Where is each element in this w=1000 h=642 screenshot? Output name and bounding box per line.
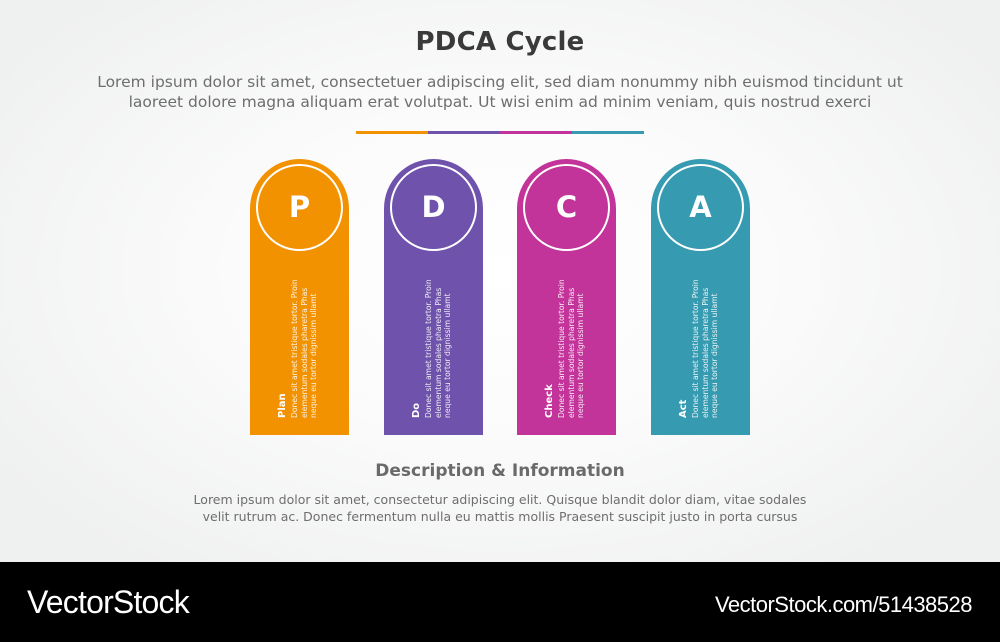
card-body-line: elementum sodales pharetra Phas	[566, 287, 576, 418]
card-body-line: Donec sit amet tristique tortor. Proin	[290, 279, 299, 418]
card-body-line: neque eu tortor dignissim ullamt	[443, 293, 453, 418]
infographic-canvas: PDCA Cycle Lorem ipsum dolor sit amet, c…	[0, 0, 1000, 562]
card-body: Donec sit amet tristique tortor. Proin e…	[424, 266, 453, 418]
color-segment-purple	[428, 131, 500, 134]
card-body-line: elementum sodales pharetra Phas	[700, 287, 710, 418]
card-letter: A	[689, 190, 712, 224]
card-label: Do	[411, 402, 422, 418]
color-segment-teal	[572, 131, 644, 134]
image-reference: VectorStock.com/51438528	[714, 592, 973, 617]
card-text-rotated: Do Donec sit amet tristique tortor. Proi…	[410, 266, 470, 418]
card-label: Check	[544, 384, 555, 418]
card-letter: D	[421, 190, 446, 224]
card-body-line: Donec sit amet tristique tortor. Proin	[691, 279, 700, 418]
card-label: Act	[678, 399, 689, 418]
card-text-rotated: Check Donec sit amet tristique tortor. P…	[543, 266, 603, 418]
description-body: Lorem ipsum dolor sit amet, consectetur …	[120, 491, 880, 525]
card-do: D Do Donec sit amet tristique tortor. Pr…	[384, 159, 483, 435]
card-text-rotated: Act Donec sit amet tristique tortor. Pro…	[677, 266, 737, 418]
letter-circle: C	[523, 164, 610, 251]
card-letter: C	[555, 190, 578, 224]
brand-logo: VectorStock	[27, 584, 190, 620]
subtitle-line: laoreet dolore magna aliquam erat volutp…	[128, 93, 872, 111]
description-title: Description & Information	[375, 461, 625, 481]
page-title: PDCA Cycle	[415, 27, 585, 57]
card-body: Donec sit amet tristique tortor. Proin e…	[691, 266, 720, 418]
description-line: Lorem ipsum dolor sit amet, consectetur …	[193, 492, 807, 507]
card-label: Plan	[277, 393, 288, 418]
card-body-line: neque eu tortor dignissim ullamt	[576, 293, 586, 418]
card-body-line: Donec sit amet tristique tortor. Proin	[557, 279, 566, 418]
card-plan: P Plan Donec sit amet tristique tortor. …	[250, 159, 349, 435]
card-text-rotated: Plan Donec sit amet tristique tortor. Pr…	[276, 266, 336, 418]
description-line: velit rutrum ac. Donec fermentum nulla e…	[202, 509, 798, 524]
card-body-line: neque eu tortor dignissim ullamt	[309, 293, 319, 418]
card-letter: P	[288, 190, 311, 224]
card-body-line: elementum sodales pharetra Phas	[299, 287, 309, 418]
subtitle: Lorem ipsum dolor sit amet, consectetuer…	[60, 72, 940, 112]
color-segment-orange	[356, 131, 428, 134]
color-divider	[356, 131, 644, 134]
card-body-line: Donec sit amet tristique tortor. Proin	[424, 279, 433, 418]
card-check: C Check Donec sit amet tristique tortor.…	[517, 159, 616, 435]
card-body-line: elementum sodales pharetra Phas	[433, 287, 443, 418]
card-act: A Act Donec sit amet tristique tortor. P…	[651, 159, 750, 435]
card-body-line: neque eu tortor dignissim ullamt	[710, 293, 720, 418]
letter-circle: D	[390, 164, 477, 251]
subtitle-line: Lorem ipsum dolor sit amet, consectetuer…	[97, 73, 903, 91]
watermark-footer: VectorStock VectorStock.com/51438528	[0, 562, 1000, 642]
letter-circle: A	[657, 164, 744, 251]
color-segment-magenta	[500, 131, 572, 134]
card-body: Donec sit amet tristique tortor. Proin e…	[557, 266, 586, 418]
letter-circle: P	[256, 164, 343, 251]
card-body: Donec sit amet tristique tortor. Proin e…	[290, 266, 319, 418]
